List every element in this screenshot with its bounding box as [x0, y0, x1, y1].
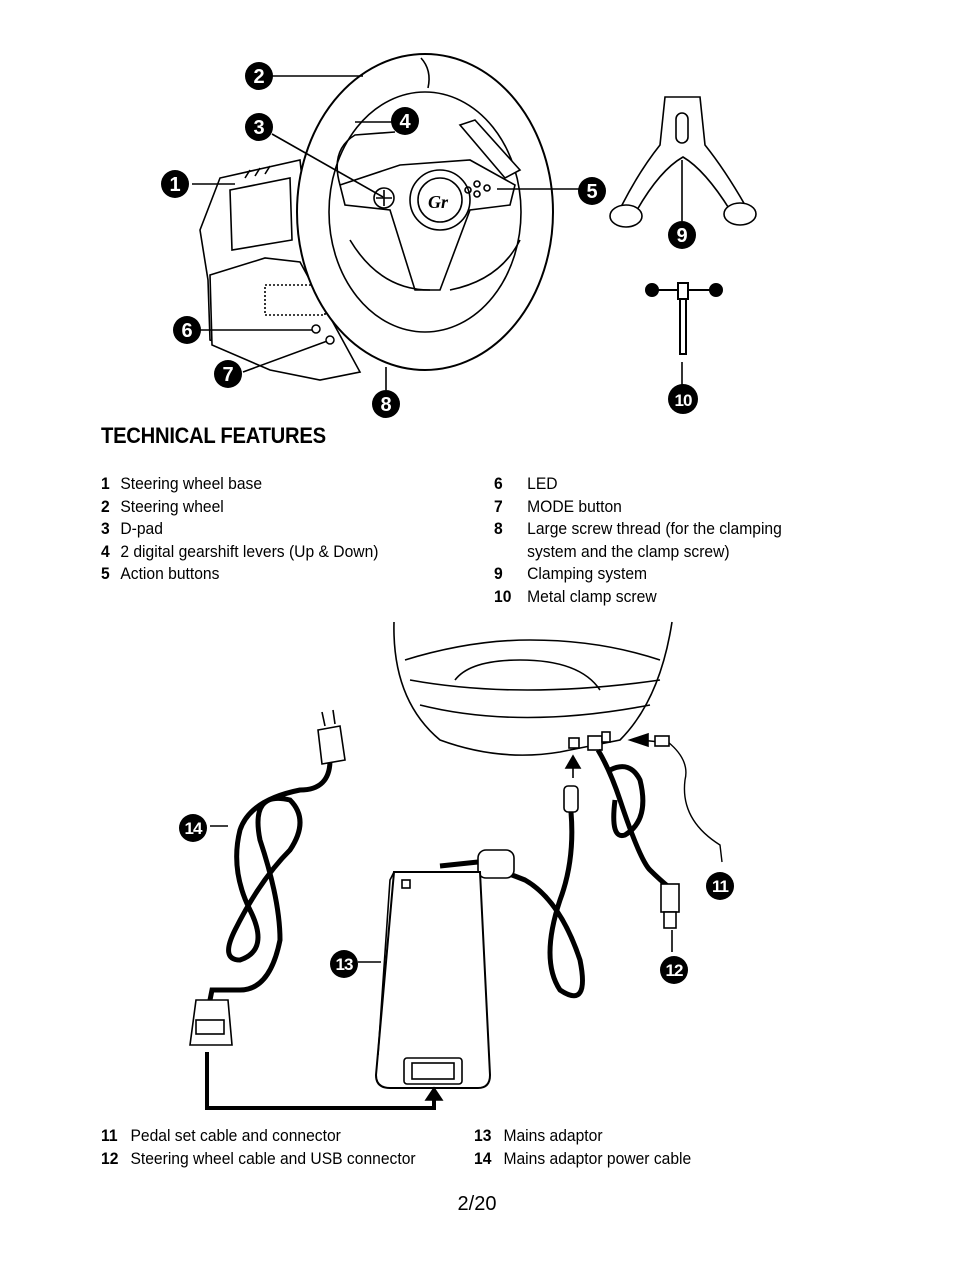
callout-11 — [706, 872, 734, 900]
list-item-continuation: system and the clamp screw) — [527, 541, 730, 561]
callout-10 — [668, 384, 698, 414]
callout-1 — [161, 170, 189, 198]
callout-1-label: 1 — [169, 174, 180, 196]
callout-10-label: 10 — [675, 391, 692, 410]
callout-9-label: 9 — [676, 225, 687, 247]
callout-8-label: 8 — [380, 394, 391, 416]
svg-text:Gr: Gr — [428, 192, 449, 212]
callout-5 — [578, 177, 606, 205]
callout-14 — [179, 814, 207, 842]
callout-5-label: 5 — [586, 181, 597, 203]
callout-3 — [245, 113, 273, 141]
callout-4 — [391, 107, 419, 135]
page-number: 2/20 — [457, 1193, 497, 1215]
callout-7-label: 7 — [222, 364, 233, 386]
callout-8 — [372, 390, 400, 418]
steering-wheel-illustration: Gr — [161, 53, 757, 418]
callout-13-label: 13 — [336, 955, 353, 974]
callout-14-label: 14 — [185, 819, 203, 838]
section-title: TECHNICAL FEATURES — [101, 423, 326, 448]
cables-adaptor-illustration: 11 12 13 14 — [179, 621, 734, 1110]
callout-12-label: 12 — [666, 961, 683, 980]
callout-4-label: 4 — [399, 111, 411, 133]
callout-9 — [668, 221, 696, 249]
callout-6 — [173, 316, 201, 344]
callout-2 — [245, 62, 273, 90]
callout-6-label: 6 — [181, 320, 192, 342]
callout-11-label: 11 — [712, 877, 729, 896]
callout-12 — [660, 956, 688, 984]
callout-13 — [330, 950, 358, 978]
callout-2-label: 2 — [253, 66, 264, 88]
callout-3-label: 3 — [253, 117, 264, 139]
callout-7 — [214, 360, 242, 388]
